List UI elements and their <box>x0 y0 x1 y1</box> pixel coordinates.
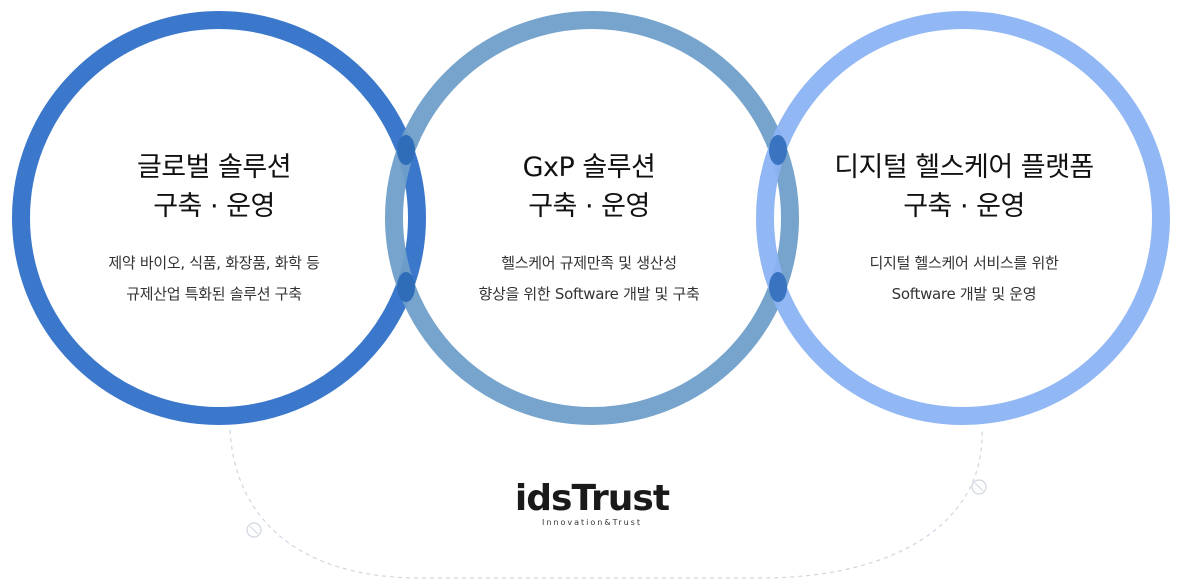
circle-1-title-line-2: 구축 · 운영 <box>153 191 275 222</box>
circle-2-title: GxP 솔루션 구축 · 운영 <box>439 148 739 226</box>
circle-2-title-line-1: GxP 솔루션 <box>522 152 656 183</box>
circle-1-title-line-1: 글로벌 솔루션 <box>136 152 292 183</box>
overlap-accent-2-bottom <box>769 272 787 302</box>
circle-3-desc-line-1: 디지털 헬스케어 서비스를 위한 <box>869 254 1059 272</box>
connector-node-right-mark <box>974 482 984 492</box>
overlap-accent-1-bottom <box>397 272 415 302</box>
circle-3-desc-line-2: Software 개발 및 운영 <box>891 285 1037 303</box>
logo-wordmark: idsTrust <box>514 478 670 519</box>
overlap-accent-1-top <box>397 135 415 165</box>
circle-1-desc-line-2: 규제산업 특화된 솔루션 구축 <box>126 285 302 303</box>
logo-tagline: Innovation&Trust <box>542 518 642 527</box>
circle-2-title-line-2: 구축 · 운영 <box>528 191 650 222</box>
circle-1-title: 글로벌 솔루션 구축 · 운영 <box>64 148 364 226</box>
circle-3-title: 디지털 헬스케어 플랫폼 구축 · 운영 <box>814 148 1114 226</box>
circle-3-title-line-1: 디지털 헬스케어 플랫폼 <box>834 152 1094 183</box>
ring-circle-3 <box>756 11 1170 425</box>
circle-2-desc-line-1: 헬스케어 규제만족 및 생산성 <box>501 254 677 272</box>
circle-2-description: 헬스케어 규제만족 및 생산성 향상을 위한 Software 개발 및 구축 <box>429 248 749 310</box>
dashed-connector <box>229 429 983 579</box>
circle-3-title-line-2: 구축 · 운영 <box>903 191 1025 222</box>
connector-node-left-mark <box>249 525 259 535</box>
ring-circle-1 <box>12 11 426 425</box>
circle-3-description: 디지털 헬스케어 서비스를 위한 Software 개발 및 운영 <box>804 248 1124 310</box>
circle-1-desc-line-1: 제약 바이오, 식품, 화장품, 화학 등 <box>108 254 320 272</box>
ring-circle-2 <box>385 11 799 425</box>
company-logo: idsTrust Innovation&Trust <box>512 480 672 528</box>
circle-2-desc-line-2: 향상을 위한 Software 개발 및 구축 <box>478 285 700 303</box>
overlap-accent-2-top <box>769 135 787 165</box>
circle-1-description: 제약 바이오, 식품, 화장품, 화학 등 규제산업 특화된 솔루션 구축 <box>54 248 374 310</box>
